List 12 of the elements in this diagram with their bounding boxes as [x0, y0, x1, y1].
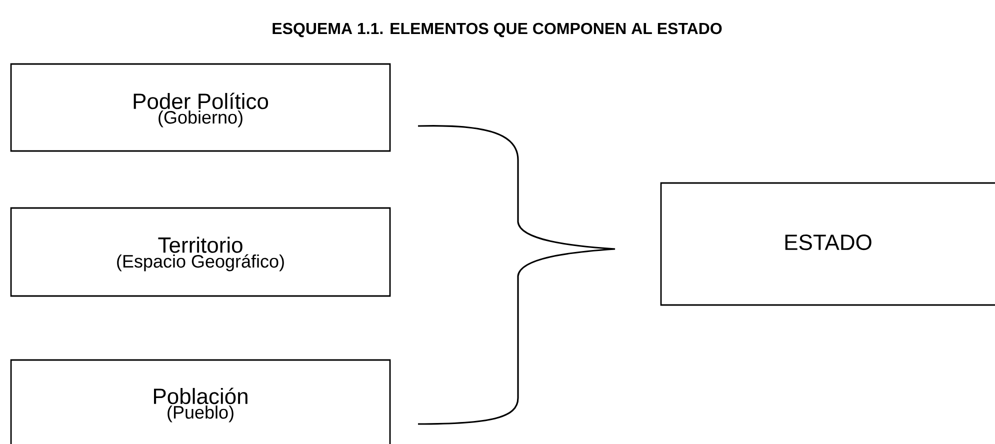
box-text: (Espacio Geográfico) [117, 254, 284, 272]
title: ESQUEMA 1.1. ELEMENTOS QUE COMPONEN AL ESTADO [272, 22, 722, 38]
box-text: ESTADO [785, 234, 872, 250]
text-box [10, 207, 391, 297]
box-text: Poder Político [134, 92, 268, 110]
box-text: Población [154, 388, 248, 404]
box-text: (Gobierno) [158, 110, 242, 128]
text-box [10, 359, 391, 444]
box-text: Territorio [158, 236, 242, 253]
text-box [660, 182, 995, 306]
box-text: (Pueblo) [168, 406, 234, 422]
text-box [10, 63, 391, 152]
